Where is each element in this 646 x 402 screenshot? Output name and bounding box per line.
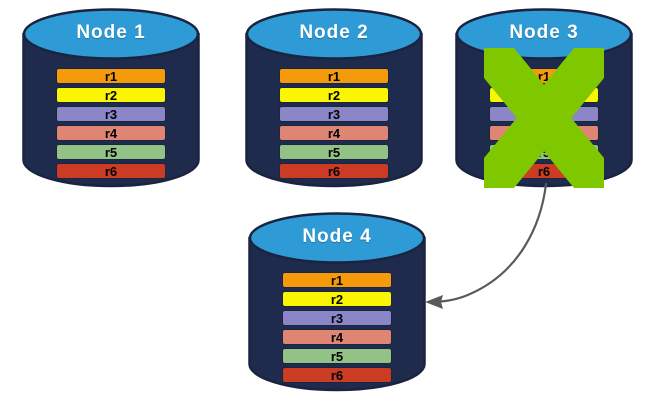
- row-bar[interactable]: r4: [282, 329, 392, 345]
- row-bar[interactable]: r5: [489, 144, 599, 160]
- row-bar[interactable]: r1: [56, 68, 166, 84]
- cylinder-top-ellipse: [22, 8, 200, 60]
- cylinder-top-ellipse: [455, 8, 633, 60]
- row-bar[interactable]: r1: [279, 68, 389, 84]
- row-bar[interactable]: r5: [279, 144, 389, 160]
- row-bar[interactable]: r5: [56, 144, 166, 160]
- row-bar[interactable]: r1: [282, 272, 392, 288]
- row-bar[interactable]: r4: [279, 125, 389, 141]
- row-list-node3: r1 r2 r3 r4 r5 r6: [455, 68, 633, 182]
- row-bar[interactable]: r5: [282, 348, 392, 364]
- row-bar[interactable]: r4: [489, 125, 599, 141]
- row-bar[interactable]: r4: [56, 125, 166, 141]
- cylinder-top-ellipse: [248, 212, 426, 264]
- row-list-node1: r1 r2 r3 r4 r5 r6: [22, 68, 200, 182]
- row-list-node2: r1 r2 r3 r4 r5 r6: [245, 68, 423, 182]
- row-bar[interactable]: r6: [279, 163, 389, 179]
- row-bar[interactable]: r6: [489, 163, 599, 179]
- row-bar[interactable]: r2: [282, 291, 392, 307]
- row-bar[interactable]: r3: [489, 106, 599, 122]
- row-bar[interactable]: r2: [56, 87, 166, 103]
- row-bar[interactable]: r6: [282, 367, 392, 383]
- row-bar[interactable]: r3: [282, 310, 392, 326]
- row-bar[interactable]: r3: [279, 106, 389, 122]
- row-list-node4: r1 r2 r3 r4 r5 r6: [248, 272, 426, 386]
- row-bar[interactable]: r2: [279, 87, 389, 103]
- cylinder-top-ellipse: [245, 8, 423, 60]
- row-bar[interactable]: r1: [489, 68, 599, 84]
- row-bar[interactable]: r3: [56, 106, 166, 122]
- row-bar[interactable]: r6: [56, 163, 166, 179]
- row-bar[interactable]: r2: [489, 87, 599, 103]
